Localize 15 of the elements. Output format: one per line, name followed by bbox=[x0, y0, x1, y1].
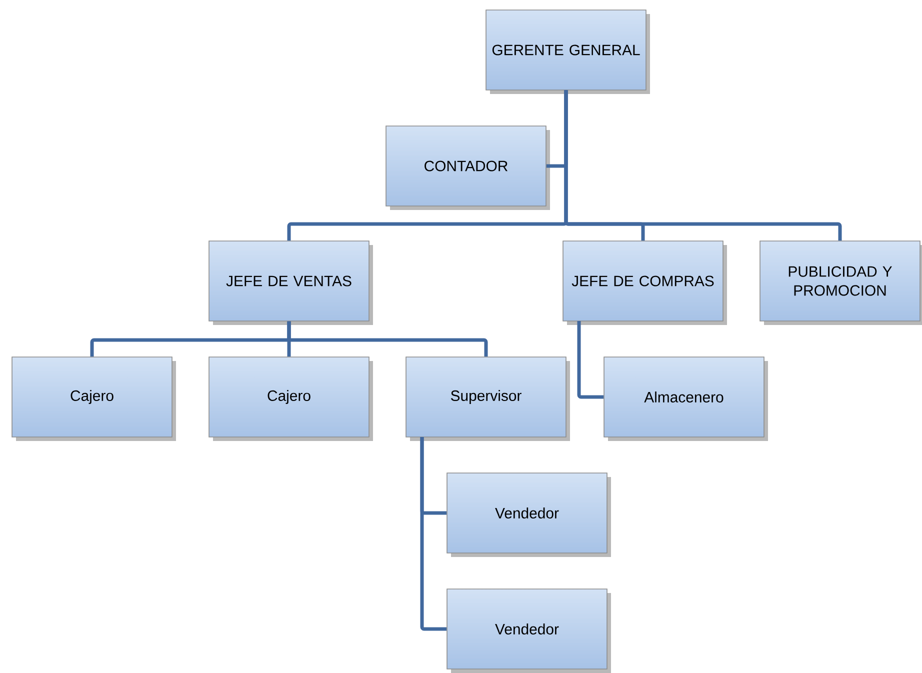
org-box: PUBLICIDAD Y PROMOCION bbox=[760, 240, 922, 325]
connector-line bbox=[546, 90, 568, 168]
org-box: JEFE DE COMPRAS bbox=[562, 240, 727, 325]
org-box: Supervisor bbox=[406, 356, 570, 441]
connector-line bbox=[564, 90, 842, 241]
org-box: GERENTE GENERAL bbox=[486, 10, 650, 94]
org-box: Vendedor bbox=[446, 588, 611, 673]
connector-line bbox=[420, 437, 447, 631]
org-box: Cajero bbox=[12, 356, 176, 441]
org-box: CONTADOR bbox=[386, 126, 550, 210]
connector-line bbox=[577, 321, 604, 399]
org-box: Vendedor bbox=[446, 472, 611, 557]
org-box: Cajero bbox=[208, 356, 373, 441]
org-box: JEFE DE VENTAS bbox=[208, 240, 373, 325]
org-box: Almacenero bbox=[604, 356, 768, 441]
